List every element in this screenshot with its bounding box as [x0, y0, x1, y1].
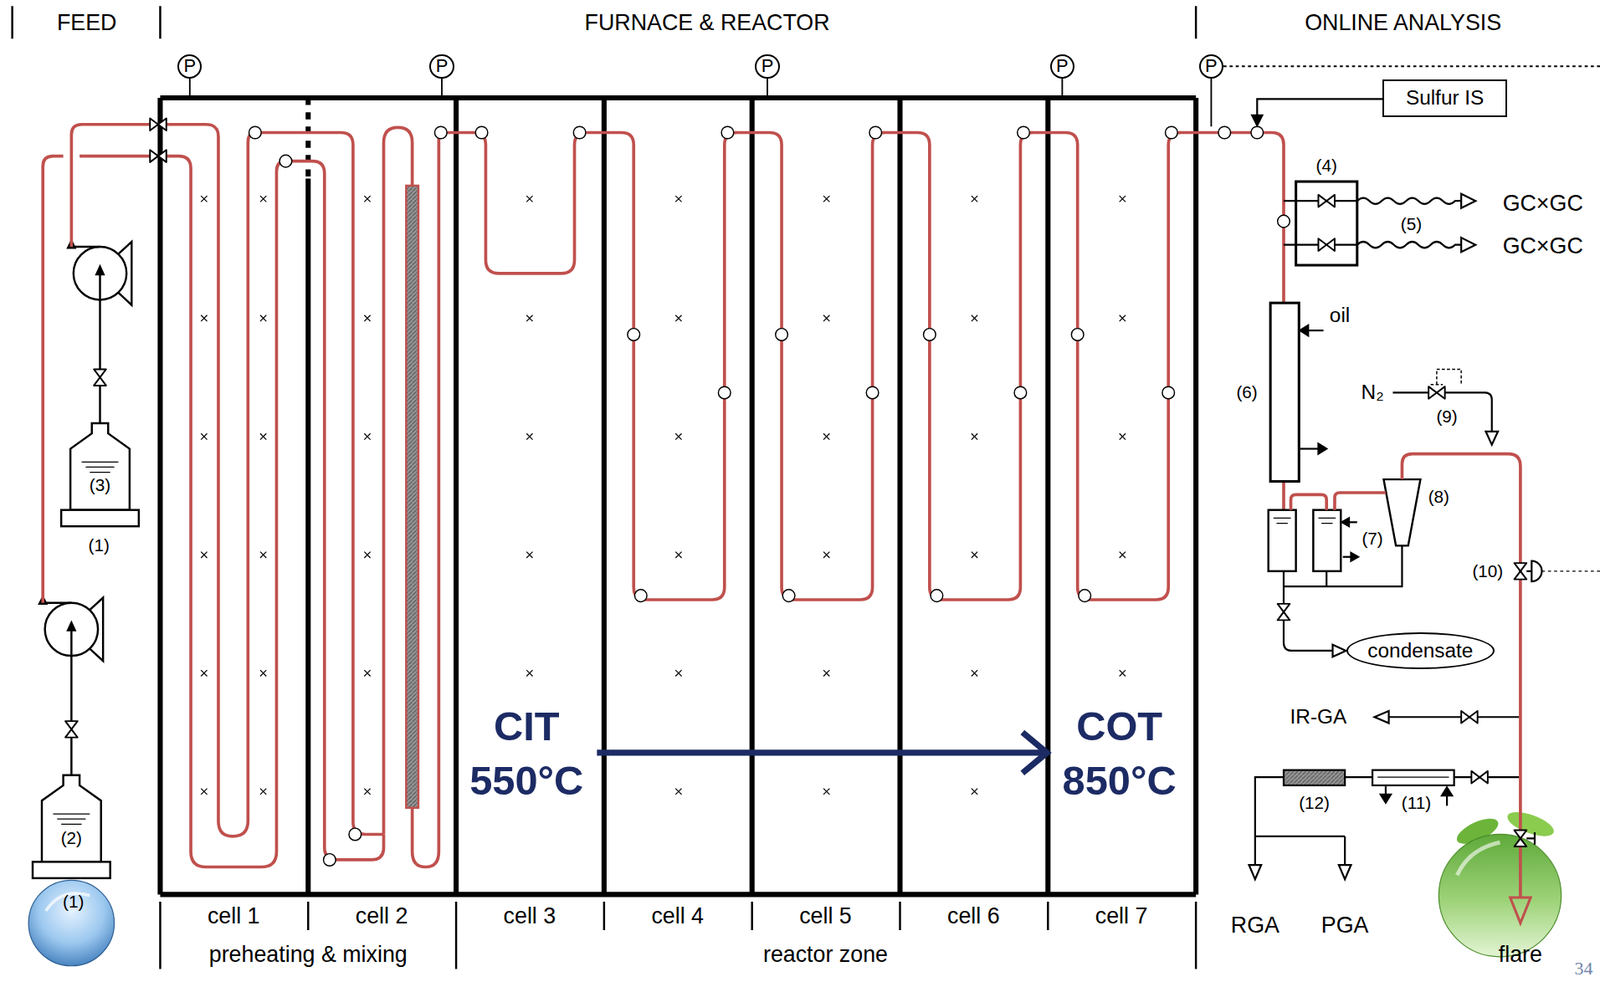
cell-label: cell 7 [1095, 903, 1149, 930]
callout-number: (3) [89, 476, 111, 497]
callout-number: (7) [1361, 528, 1383, 549]
feed-section [32, 124, 150, 879]
callout-number: (1) [62, 892, 84, 913]
cell-label: cell 5 [799, 903, 852, 930]
zone-label: reactor zone [763, 942, 888, 969]
temperature-label: CIT [493, 702, 560, 750]
callout-number: (4) [1316, 155, 1338, 176]
instrument-label: GC×GC [1502, 189, 1584, 216]
callout-number: (8) [1428, 487, 1450, 508]
analysis-section [1249, 98, 1600, 880]
temperature-label: 850°C [1062, 757, 1177, 805]
internal-standard-box: Sulfur IS [1382, 79, 1508, 118]
callout-number: (9) [1435, 406, 1457, 427]
cell-label: cell 6 [947, 903, 1000, 930]
section-heading: FEED [56, 9, 118, 36]
section-heading: FURNACE & REACTOR [584, 9, 831, 36]
header-bars [12, 5, 1196, 39]
pressure-indicator: P [1199, 54, 1224, 79]
node-text: P [1205, 56, 1218, 77]
node-text: P [1056, 56, 1069, 77]
grid-marks [200, 195, 1126, 795]
thermocouples [249, 126, 1291, 867]
pressure-taps [189, 66, 1600, 127]
cell-label: cell 1 [207, 903, 261, 930]
instrument-label: GC×GC [1502, 232, 1584, 259]
node-text: condensate [1367, 640, 1473, 663]
callout-number: (1) [88, 535, 110, 556]
static-mixer [405, 185, 419, 809]
callout-number: (5) [1400, 214, 1422, 235]
stream-label: N₂ [1361, 380, 1385, 405]
pressure-indicator: P [754, 54, 780, 79]
condensate-vessel: condensate [1346, 632, 1495, 671]
section-heading: ONLINE ANALYSIS [1304, 9, 1502, 36]
callout-number: (6) [1235, 383, 1257, 404]
node-text: P [761, 56, 775, 77]
water-globe [28, 880, 114, 966]
callout-number: (12) [1298, 793, 1330, 814]
pressure-indicator: P [1050, 54, 1075, 79]
stream-label: oil [1329, 303, 1350, 328]
instrument-label: RGA [1230, 912, 1280, 939]
cell-label: cell 4 [651, 903, 704, 930]
pressure-indicator: P [177, 54, 202, 79]
product-line [1291, 454, 1532, 924]
temperature-label: 550°C [469, 757, 584, 805]
cell-label: cell 2 [355, 903, 409, 930]
callout-number: (10) [1471, 561, 1503, 582]
temperature-arrow [596, 733, 1047, 775]
callout-number: (2) [61, 828, 83, 849]
valves [1277, 194, 1528, 847]
node-text: Sulfur IS [1405, 87, 1484, 110]
furnace-frame [159, 97, 1196, 970]
page-number: 34 [1574, 958, 1594, 980]
node-text: P [183, 56, 196, 77]
node-text: P [435, 56, 449, 77]
instrument-label: IR-GA [1290, 705, 1348, 729]
cell-label: cell 3 [503, 903, 557, 930]
pressure-indicator: P [429, 54, 454, 79]
earth-globe [1438, 807, 1561, 958]
callout-number: (11) [1401, 793, 1431, 814]
reactor-coil [166, 124, 1284, 868]
temperature-label: COT [1076, 702, 1163, 750]
stream-label: flare [1498, 942, 1543, 969]
instrument-label: PGA [1321, 912, 1370, 939]
zone-label: preheating & mixing [209, 942, 408, 969]
